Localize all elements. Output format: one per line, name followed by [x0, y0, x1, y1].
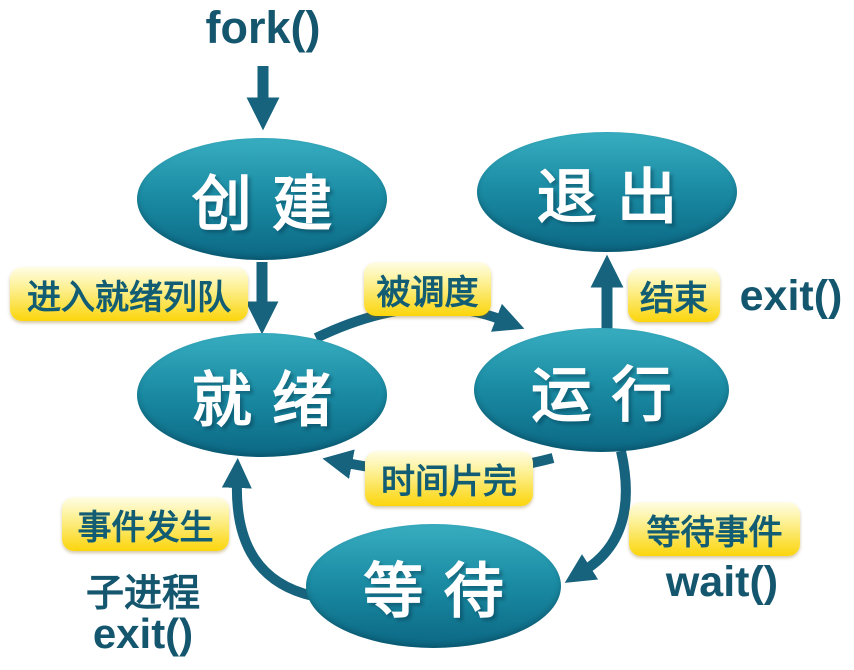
syscall-fork: fork(): [205, 2, 321, 53]
state-node-create: 创建: [137, 138, 387, 260]
state-label-ready: 就绪: [191, 366, 353, 434]
arrow-running-to-waiting: [564, 449, 631, 583]
state-label-exit: 退出: [536, 163, 698, 231]
edge-label-finish: 结束: [628, 268, 720, 322]
child-process-text: 子进程: [85, 573, 200, 615]
edge-label-event-occurs: 事件发生: [62, 497, 229, 551]
state-label-running: 运行: [531, 361, 693, 429]
state-node-ready: 就绪: [137, 333, 387, 457]
syscall-exit: exit(): [739, 272, 843, 320]
state-label-waiting: 等待: [363, 557, 525, 625]
syscall-wait: wait(): [665, 558, 779, 606]
edge-label-scheduled: 被调度: [364, 262, 491, 316]
state-node-exit: 退出: [477, 132, 737, 252]
edge-label-wait-for-event: 等待事件: [629, 502, 800, 556]
edge-label-timeslice-done: 时间片完: [365, 451, 533, 506]
state-label-create: 创建: [191, 170, 353, 238]
arrow-waiting-to-ready: [221, 458, 315, 601]
state-node-waiting: 等待: [306, 524, 561, 648]
child-process-exit: exit(): [92, 610, 194, 657]
edge-label-enter-ready-queue: 进入就绪列队: [10, 267, 248, 321]
state-node-running: 运行: [474, 328, 729, 452]
